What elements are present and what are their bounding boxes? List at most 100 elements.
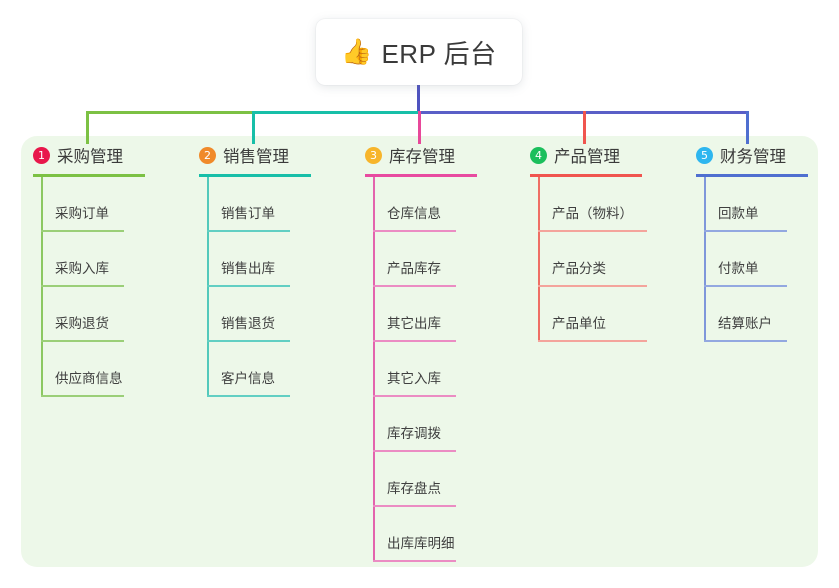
list-item-label: 付款单 [718, 261, 759, 276]
column-badge-icon: 1 [33, 146, 50, 164]
list-item-rule [41, 395, 124, 397]
column-header-1[interactable]: 1 采购管理 [22, 142, 145, 168]
list-item-label: 供应商信息 [55, 371, 123, 386]
column-产品管理: 4 产品管理产品（物料） 产品分类产品单位 [519, 142, 647, 342]
diagram-panel [21, 136, 818, 567]
list-item-label: 结算账户 [718, 316, 772, 331]
column-items: 回款单付款单结算账户 [685, 177, 808, 342]
list-item-label: 销售订单 [221, 206, 275, 221]
list-item-label: 产品分类 [552, 261, 606, 276]
list-item-rule [704, 285, 787, 287]
list-item-rule [41, 340, 124, 342]
column-header-rule [530, 174, 642, 177]
list-item-rule [373, 560, 456, 562]
thumbs-up-icon: 👍 [341, 37, 373, 66]
list-item[interactable]: 出库库明细 [354, 507, 477, 562]
list-item[interactable]: 销售出库 [188, 232, 311, 287]
column-header-rule [696, 174, 808, 177]
list-item-rule [373, 230, 456, 232]
column-header-rule [33, 174, 145, 177]
list-item-rule [373, 340, 456, 342]
list-item[interactable]: 产品分类 [519, 232, 647, 287]
list-item[interactable]: 仓库信息 [354, 177, 477, 232]
list-item[interactable]: 结算账户 [685, 287, 808, 342]
list-item-label: 库存调拨 [387, 426, 441, 441]
list-item-label: 其它入库 [387, 371, 441, 386]
connector-drop-5 [746, 111, 749, 144]
column-title: 库存管理 [389, 148, 455, 166]
list-item[interactable]: 采购订单 [22, 177, 145, 232]
connector-bar-segment-1 [86, 111, 255, 114]
column-items: 销售订单销售出库销售退货客户信息 [188, 177, 311, 397]
list-item[interactable]: 其它出库 [354, 287, 477, 342]
column-title: 采购管理 [57, 148, 123, 166]
list-item[interactable]: 产品单位 [519, 287, 647, 342]
column-header-rule [199, 174, 311, 177]
list-item-label: 回款单 [718, 206, 759, 221]
column-title: 产品管理 [554, 148, 620, 166]
list-item-label: 销售退货 [221, 316, 275, 331]
list-item[interactable]: 客户信息 [188, 342, 311, 397]
list-item-rule [373, 395, 456, 397]
list-item-label: 出库库明细 [387, 536, 455, 551]
title-card: 👍 ERP 后台 [316, 19, 522, 85]
list-item-rule [538, 340, 647, 342]
column-badge-icon: 4 [530, 146, 547, 164]
list-item-rule [373, 450, 456, 452]
list-item-rule [207, 285, 290, 287]
column-header-4[interactable]: 4 产品管理 [519, 142, 642, 168]
column-title: 销售管理 [223, 148, 289, 166]
list-item[interactable]: 付款单 [685, 232, 808, 287]
list-item[interactable]: 采购退货 [22, 287, 145, 342]
list-item[interactable]: 回款单 [685, 177, 808, 232]
column-rail [538, 177, 540, 342]
column-header-rule [365, 174, 477, 177]
list-item-rule [207, 230, 290, 232]
list-item-label: 产品库存 [387, 261, 441, 276]
list-item-rule [704, 230, 787, 232]
connector-stem [417, 85, 420, 113]
connector-drop-2 [252, 111, 255, 144]
list-item[interactable]: 供应商信息 [22, 342, 145, 397]
column-items: 产品（物料） 产品分类产品单位 [519, 177, 647, 342]
connector-drop-1 [86, 111, 89, 144]
list-item-rule [207, 340, 290, 342]
list-item-rule [538, 230, 647, 232]
column-rail [373, 177, 375, 562]
list-item[interactable]: 产品库存 [354, 232, 477, 287]
column-rail [41, 177, 43, 397]
list-item[interactable]: 销售订单 [188, 177, 311, 232]
list-item-label: 采购入库 [55, 261, 109, 276]
list-item-rule [373, 505, 456, 507]
list-item-label: 销售出库 [221, 261, 275, 276]
list-item-rule [373, 285, 456, 287]
list-item-label: 其它出库 [387, 316, 441, 331]
list-item[interactable]: 库存调拨 [354, 397, 477, 452]
list-item[interactable]: 产品（物料） [519, 177, 647, 232]
connector-drop-4 [583, 111, 586, 144]
list-item[interactable]: 库存盘点 [354, 452, 477, 507]
column-badge-icon: 5 [696, 146, 713, 164]
list-item[interactable]: 其它入库 [354, 342, 477, 397]
list-item-label: 仓库信息 [387, 206, 441, 221]
column-items: 仓库信息产品库存其它出库其它入库库存调拨库存盘点出库库明细 [354, 177, 477, 562]
list-item-rule [41, 230, 124, 232]
list-item-rule [41, 285, 124, 287]
list-item[interactable]: 销售退货 [188, 287, 311, 342]
list-item-label: 客户信息 [221, 371, 275, 386]
list-item-label: 采购退货 [55, 316, 109, 331]
column-header-2[interactable]: 2 销售管理 [188, 142, 311, 168]
column-items: 采购订单采购入库采购退货供应商信息 [22, 177, 145, 397]
list-item-rule [538, 285, 647, 287]
list-item[interactable]: 采购入库 [22, 232, 145, 287]
page-title: ERP 后台 [381, 38, 497, 69]
column-badge-icon: 2 [199, 146, 216, 164]
list-item-label: 产品（物料） [552, 206, 633, 221]
column-采购管理: 1 采购管理采购订单采购入库采购退货供应商信息 [22, 142, 145, 397]
column-销售管理: 2 销售管理销售订单销售出库销售退货客户信息 [188, 142, 311, 397]
connector-bar-segment-2 [252, 111, 421, 114]
